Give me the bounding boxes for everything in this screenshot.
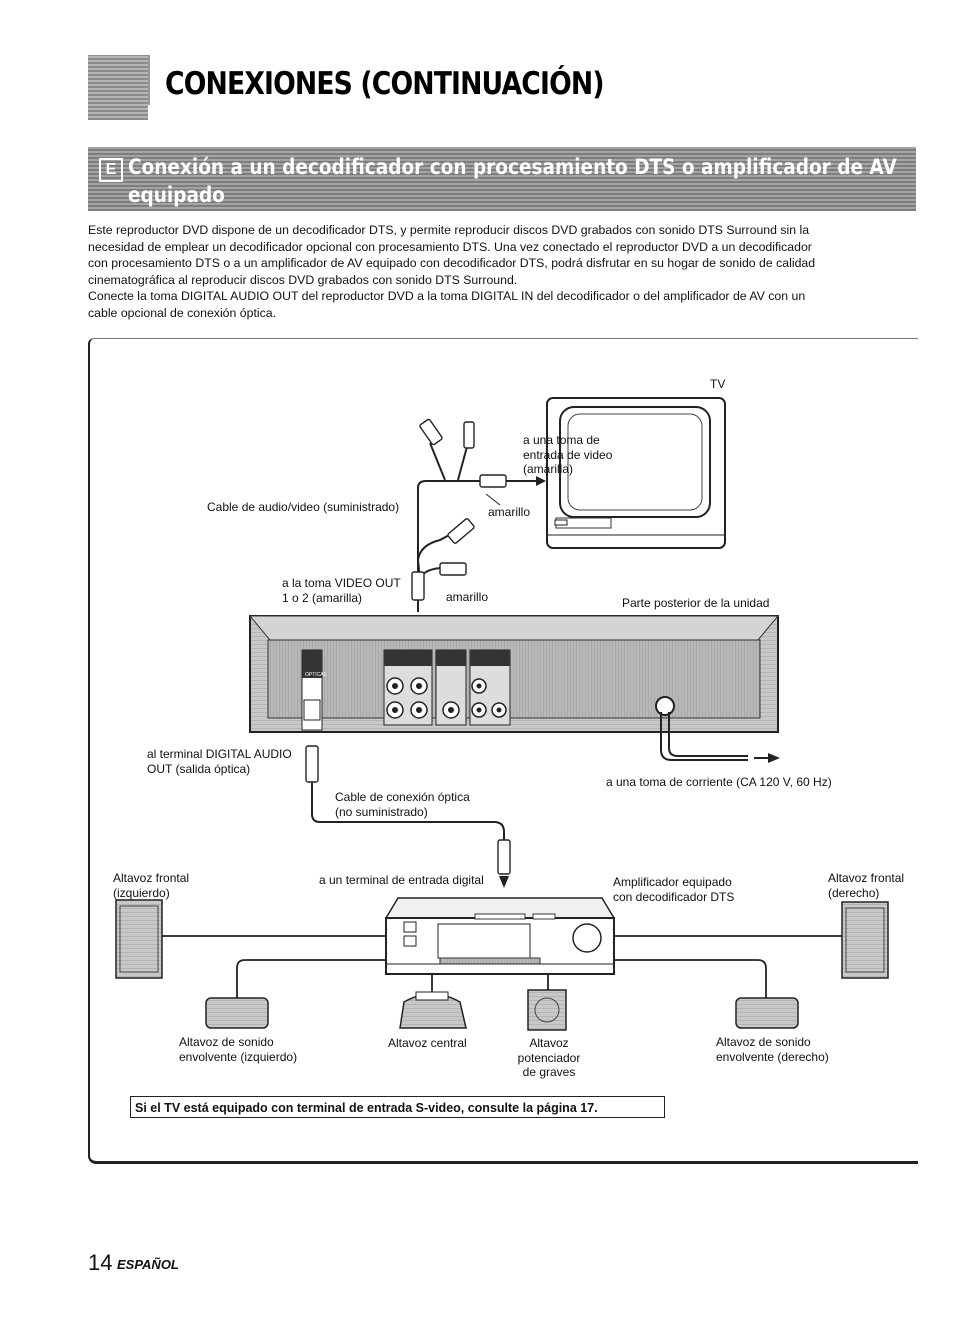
rear-panel-label: Parte posterior de la unidad <box>622 596 770 610</box>
surround-right-speaker <box>735 997 799 1029</box>
label-line: (amarilla) <box>523 462 574 476</box>
label-line: Altavoz frontal <box>113 871 190 885</box>
av-cable-label: Cable de audio/video (suministrado) <box>207 500 400 514</box>
section-letter-badge: E <box>99 158 123 182</box>
leader-line <box>485 493 501 506</box>
label-line: envolvente (izquierdo) <box>179 1049 298 1064</box>
title-background <box>150 55 916 105</box>
rca-plugs <box>411 418 507 601</box>
arrow-to-amplifier <box>499 876 509 888</box>
amplifier-label: Amplificador equipado con decodificador … <box>613 875 734 904</box>
tv-illustration <box>546 397 726 549</box>
label-line: Altavoz frontal <box>828 871 905 885</box>
paragraph-line: con procesamiento DTS o a un amplificado… <box>88 256 816 270</box>
section-title-line2: con decodificador DTS <box>128 211 361 235</box>
center-speaker <box>399 991 467 1029</box>
amarillo-top-label: amarillo <box>488 505 531 519</box>
surround-right-label: Altavoz de sonido envolvente (derecho) <box>716 1035 829 1064</box>
body-text: Este reproductor DVD dispone de un decod… <box>88 222 878 321</box>
front-right-label: Altavoz frontal (derecho) <box>828 871 904 900</box>
label-line: 1 o 2 (amarilla) <box>282 590 363 605</box>
front-left-label: Altavoz frontal (izquierdo) <box>113 871 189 900</box>
title-tab <box>88 55 148 120</box>
speaker-wires <box>162 935 842 1000</box>
arrow-to-tv <box>506 476 546 486</box>
label-line: con decodificador DTS <box>613 889 735 904</box>
label-line: Altavoz <box>529 1036 569 1050</box>
surround-left-label: Altavoz de sonido envolvente (izquierdo) <box>179 1035 297 1064</box>
language-label: ESPAÑOL <box>117 1257 179 1272</box>
panel-optical-label: OPTICAL <box>305 672 327 678</box>
tv-input-label: a una toma de entrada de video (amarilla… <box>523 433 612 477</box>
arrow-to-outlet <box>754 753 780 763</box>
label-line: a la toma VIDEO OUT <box>282 576 401 590</box>
paragraph-line: Este reproductor DVD dispone de un decod… <box>88 223 810 237</box>
paragraph-line: cable opcional de conexión óptica. <box>88 305 277 320</box>
front-right-speaker <box>841 901 889 979</box>
diagram-frame <box>88 338 918 1164</box>
section-heading-bar <box>88 147 916 211</box>
video-out-label: a la toma VIDEO OUT 1 o 2 (amarilla) <box>282 576 401 605</box>
optical-cable-label: Cable de conexión óptica (no suministrad… <box>335 790 470 819</box>
label-line: Cable de conexión óptica <box>335 790 470 804</box>
surround-left-speaker <box>205 997 269 1029</box>
dvd-rear-panel: OPTICAL <box>248 615 780 733</box>
page-number: 14 <box>88 1250 113 1275</box>
subwoofer-label: Altavoz potenciador de graves <box>515 1036 583 1080</box>
power-cord <box>655 696 748 761</box>
digital-out-label: al terminal DIGITAL AUDIO OUT (salida óp… <box>147 747 292 776</box>
label-line: (derecho) <box>828 885 880 900</box>
power-outlet-label: a una toma de corriente (CA 120 V, 60 Hz… <box>606 775 832 789</box>
section-title: Conexión a un decodificador con procesam… <box>128 153 902 237</box>
center-speaker-label: Altavoz central <box>388 1036 467 1050</box>
optical-cable <box>311 782 505 840</box>
amplifier-illustration <box>384 897 616 975</box>
paragraph-line: necesidad de emplear un decodificador op… <box>88 239 812 254</box>
label-line: potenciador <box>517 1050 581 1065</box>
s-video-note: Si el TV está equipado con terminal de e… <box>130 1096 665 1118</box>
label-line: al terminal DIGITAL AUDIO <box>147 747 292 761</box>
label-line: envolvente (derecho) <box>716 1049 829 1064</box>
digital-in-label: a un terminal de entrada digital <box>319 873 484 887</box>
label-line: Altavoz de sonido <box>179 1035 274 1049</box>
label-line: Amplificador equipado <box>613 875 732 889</box>
paragraph-line: cinematográfica al reproducir discos DVD… <box>88 272 518 287</box>
label-line: Altavoz de sonido <box>716 1035 811 1049</box>
label-line: de graves <box>522 1065 576 1079</box>
subwoofer-speaker <box>527 989 567 1031</box>
amarillo-bottom-label: amarillo <box>446 590 489 604</box>
paragraph-line: Conecte la toma DIGITAL AUDIO OUT del re… <box>88 289 806 303</box>
label-line: a una toma de <box>523 433 600 447</box>
section-title-line1: Conexión a un decodificador con procesam… <box>128 155 897 207</box>
label-line: OUT (salida óptica) <box>147 761 251 776</box>
page-title: CONEXIONES (CONTINUACIÓN) <box>165 66 605 102</box>
label-line: (no suministrado) <box>335 804 428 819</box>
optical-plugs <box>305 745 511 875</box>
tv-label: TV <box>710 377 726 391</box>
label-line: (izquierdo) <box>113 885 170 900</box>
label-line: entrada de video <box>523 447 613 462</box>
front-left-speaker <box>115 899 163 979</box>
